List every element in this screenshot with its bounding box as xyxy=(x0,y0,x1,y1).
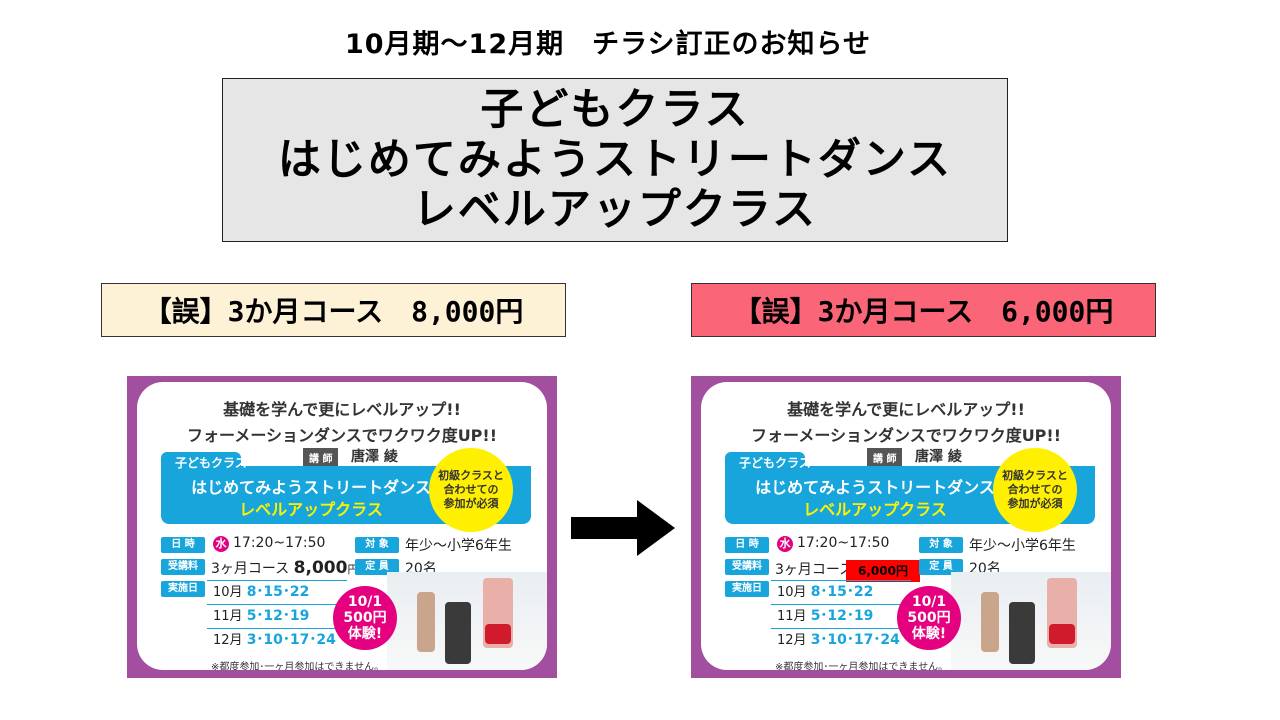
price-yen: 円 xyxy=(347,563,359,576)
label-after: 【誤】3か月コース 6,000円 xyxy=(691,283,1156,337)
teacher-tag: 講 師 xyxy=(303,448,339,467)
banner-subtitle: レベルアップクラス xyxy=(239,500,383,519)
fee-tag: 受講料 xyxy=(725,559,769,575)
banner-title: はじめてみようストリートダンス xyxy=(191,478,431,497)
teacher-name: 唐澤 綾 xyxy=(915,449,962,465)
weekday-badge: 水 xyxy=(777,536,793,552)
month-row: 10月 8･15･22 xyxy=(771,580,911,603)
flyer-card: 基礎を学んで更にレベルアップ!! フォーメーションダンスでワクワク度UP!! 講… xyxy=(701,382,1111,670)
label-before: 【誤】3か月コース 8,000円 xyxy=(101,283,566,337)
month-days: 3･10･17･24 xyxy=(810,632,900,648)
month-days: 8･15･22 xyxy=(810,584,874,600)
dance-photo xyxy=(387,572,547,670)
fee-tag: 受講料 xyxy=(161,559,205,575)
course-name: 3ヶ月コース xyxy=(775,562,854,578)
teacher-name: 唐澤 綾 xyxy=(351,449,398,465)
month-label: 10月 xyxy=(213,585,243,600)
class-name-box: 子どもクラス はじめてみようストリートダンス レベルアップクラス xyxy=(222,78,1008,242)
badge-line: 参加が必須 xyxy=(1007,497,1063,510)
teacher-tag: 講 師 xyxy=(867,448,903,467)
requirement-badge: 初級クラスと 合わせての 参加が必須 xyxy=(993,448,1077,532)
target-tag: 対 象 xyxy=(355,537,399,553)
class-time: 17:20~17:50 xyxy=(233,535,326,551)
kids-label: 子どもクラス xyxy=(739,456,811,470)
dancer-figure xyxy=(417,592,435,652)
badge-line: 参加が必須 xyxy=(443,497,499,510)
month-days: 8･15･22 xyxy=(246,584,310,600)
month-days: 3･10･17･24 xyxy=(246,632,336,648)
trial-line: 500円 xyxy=(343,610,387,626)
banner-subtitle: レベルアップクラス xyxy=(803,500,947,519)
class-name-line: レベルアップクラス xyxy=(412,185,818,235)
dancer-figure xyxy=(1009,602,1035,664)
trial-line: 体験! xyxy=(347,626,383,642)
price-wrong: 8,000 xyxy=(293,558,348,578)
kids-tab xyxy=(725,452,805,468)
month-label: 11月 xyxy=(777,609,807,624)
month-days: 5･12･19 xyxy=(246,608,310,624)
month-label: 11月 xyxy=(213,609,243,624)
month-label: 12月 xyxy=(213,633,243,648)
capacity-tag: 定 員 xyxy=(919,559,963,575)
month-row: 11月 5･12･19 xyxy=(771,604,911,627)
kids-tab xyxy=(161,452,241,468)
flyer-note: ※都度参加･一ヶ月参加はできません。 xyxy=(775,662,949,670)
class-time: 17:20~17:50 xyxy=(797,535,890,551)
kids-label: 子どもクラス xyxy=(175,456,247,470)
banner-title: はじめてみようストリートダンス xyxy=(755,478,995,497)
target-tag: 対 象 xyxy=(919,537,963,553)
flyer-headline: 基礎を学んで更にレベルアップ!! xyxy=(787,400,1025,419)
month-days: 5･12･19 xyxy=(810,608,874,624)
dancer-figure xyxy=(485,624,511,644)
target-text: 年少～小学6年生 xyxy=(405,538,512,554)
trial-badge: 10/1 500円 体験! xyxy=(897,586,961,650)
flyer-after: 基礎を学んで更にレベルアップ!! フォーメーションダンスでワクワク度UP!! 講… xyxy=(691,376,1121,678)
month-label: 12月 xyxy=(777,633,807,648)
class-name-line: 子どもクラス xyxy=(480,85,750,135)
fee-text: 3ヶ月コース 8,000円 xyxy=(211,558,358,578)
class-name-line: はじめてみようストリートダンス xyxy=(277,135,953,185)
dancer-figure xyxy=(1049,624,1075,644)
course-name: 3ヶ月コース xyxy=(211,561,290,577)
target-text: 年少～小学6年生 xyxy=(969,538,1076,554)
dancer-figure xyxy=(445,602,471,664)
requirement-badge: 初級クラスと 合わせての 参加が必須 xyxy=(429,448,513,532)
badge-line: 初級クラスと xyxy=(1002,469,1068,482)
flyer-headline: 基礎を学んで更にレベルアップ!! xyxy=(223,400,461,419)
trial-line: 10/1 xyxy=(347,594,383,610)
month-row: 12月 3･10･17･24 xyxy=(771,628,911,651)
badge-line: 合わせての xyxy=(443,483,499,496)
weekday-badge: 水 xyxy=(213,536,229,552)
month-row: 12月 3･10･17･24 xyxy=(207,628,347,651)
badge-line: 合わせての xyxy=(1007,483,1063,496)
capacity-tag: 定 員 xyxy=(355,559,399,575)
month-row: 11月 5･12･19 xyxy=(207,604,347,627)
dates-tag: 実施日 xyxy=(161,581,205,597)
arrow-right-icon xyxy=(571,500,675,556)
flyer-note: ※都度参加･一ヶ月参加はできません。 xyxy=(211,662,385,670)
flyer-headline: フォーメーションダンスでワクワク度UP!! xyxy=(750,426,1062,445)
trial-line: 500円 xyxy=(907,610,951,626)
dance-photo xyxy=(951,572,1111,670)
notice-title: 10月期～12月期 チラシ訂正のお知らせ xyxy=(344,29,872,60)
month-row: 10月 8･15･22 xyxy=(207,580,347,603)
price-correction: 6,000円 xyxy=(846,560,920,582)
flyer-card: 基礎を学んで更にレベルアップ!! フォーメーションダンスでワクワク度UP!! 講… xyxy=(137,382,547,670)
month-label: 10月 xyxy=(777,585,807,600)
schedule-tag: 日 時 xyxy=(161,537,205,553)
dancer-figure xyxy=(981,592,999,652)
trial-line: 10/1 xyxy=(911,594,947,610)
schedule-tag: 日 時 xyxy=(725,537,769,553)
badge-line: 初級クラスと xyxy=(438,469,504,482)
trial-line: 体験! xyxy=(911,626,947,642)
dates-tag: 実施日 xyxy=(725,581,769,597)
flyer-before: 基礎を学んで更にレベルアップ!! フォーメーションダンスでワクワク度UP!! 講… xyxy=(127,376,557,678)
trial-badge: 10/1 500円 体験! xyxy=(333,586,397,650)
flyer-headline: フォーメーションダンスでワクワク度UP!! xyxy=(186,426,498,445)
